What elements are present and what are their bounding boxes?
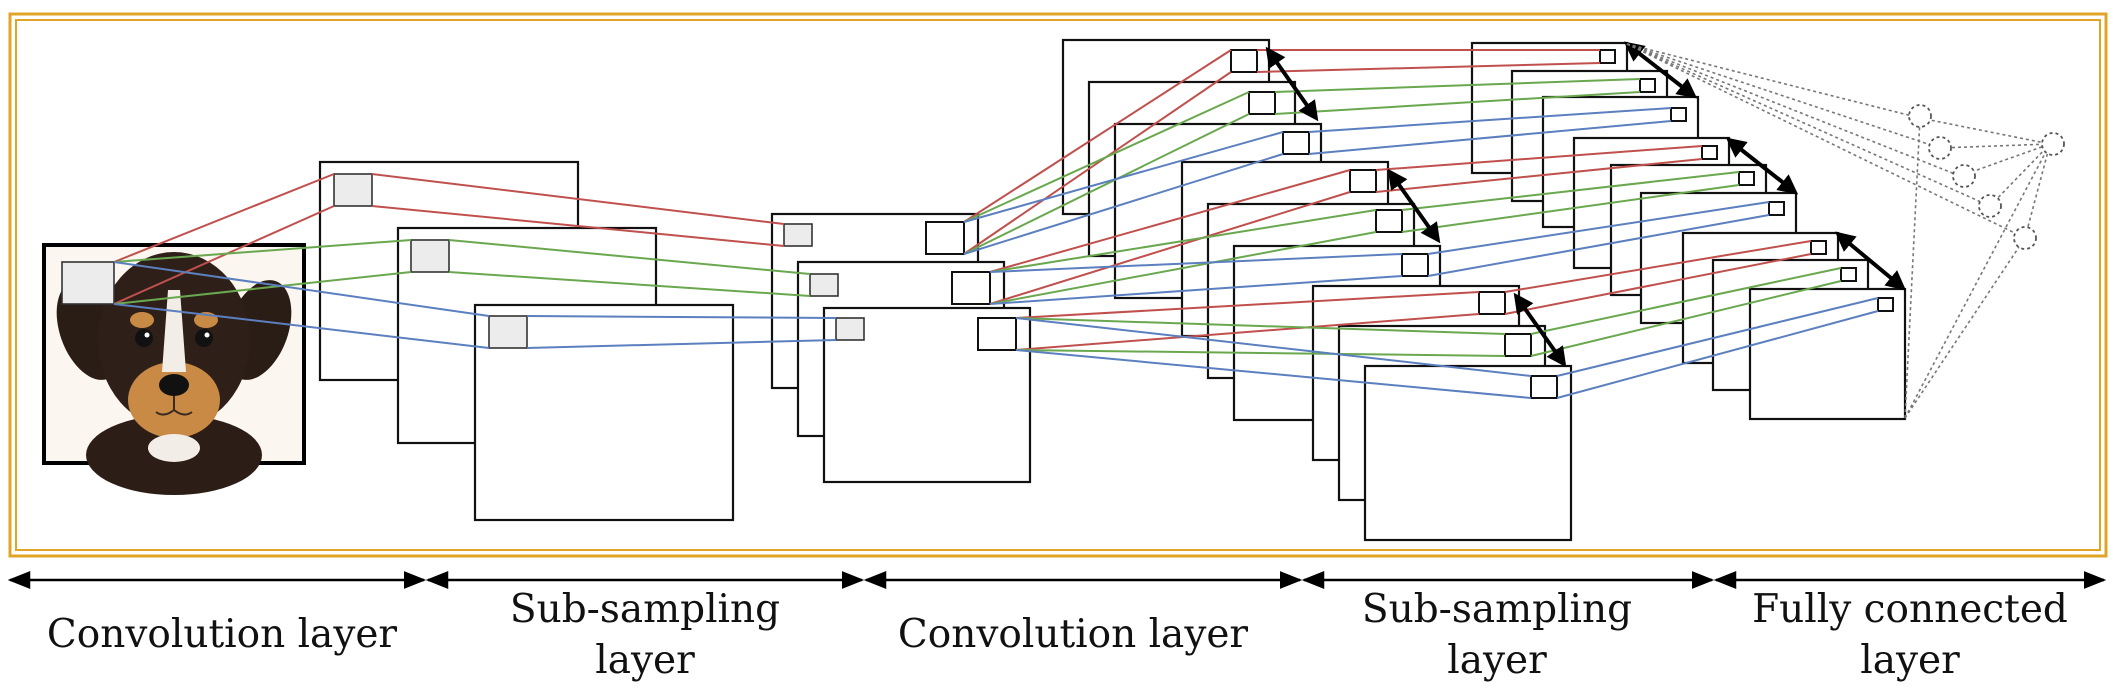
label-subsampling-1-line2: layer	[595, 638, 695, 683]
stage-labels: Convolution layer Sub-sampling layer Con…	[47, 587, 2068, 683]
receptive-field-patches	[61, 49, 1894, 399]
label-fully-connected-line2: layer	[1860, 638, 1960, 683]
label-subsampling-2-line2: layer	[1447, 638, 1547, 683]
outer-frame	[8, 12, 2108, 558]
label-convolution-2: Convolution layer	[898, 612, 1249, 657]
label-convolution-1: Convolution layer	[47, 612, 398, 657]
label-subsampling-1-line1: Sub-sampling	[510, 587, 780, 632]
depth-arrows	[1265, 41, 1907, 368]
label-subsampling-2-line1: Sub-sampling	[1362, 587, 1632, 632]
subsampling2-maps	[1470, 41, 1907, 421]
connection-lines	[113, 49, 1879, 399]
label-fully-connected-line1: Fully connected	[1752, 587, 2068, 632]
fully-connected-neurons	[1626, 43, 2065, 419]
